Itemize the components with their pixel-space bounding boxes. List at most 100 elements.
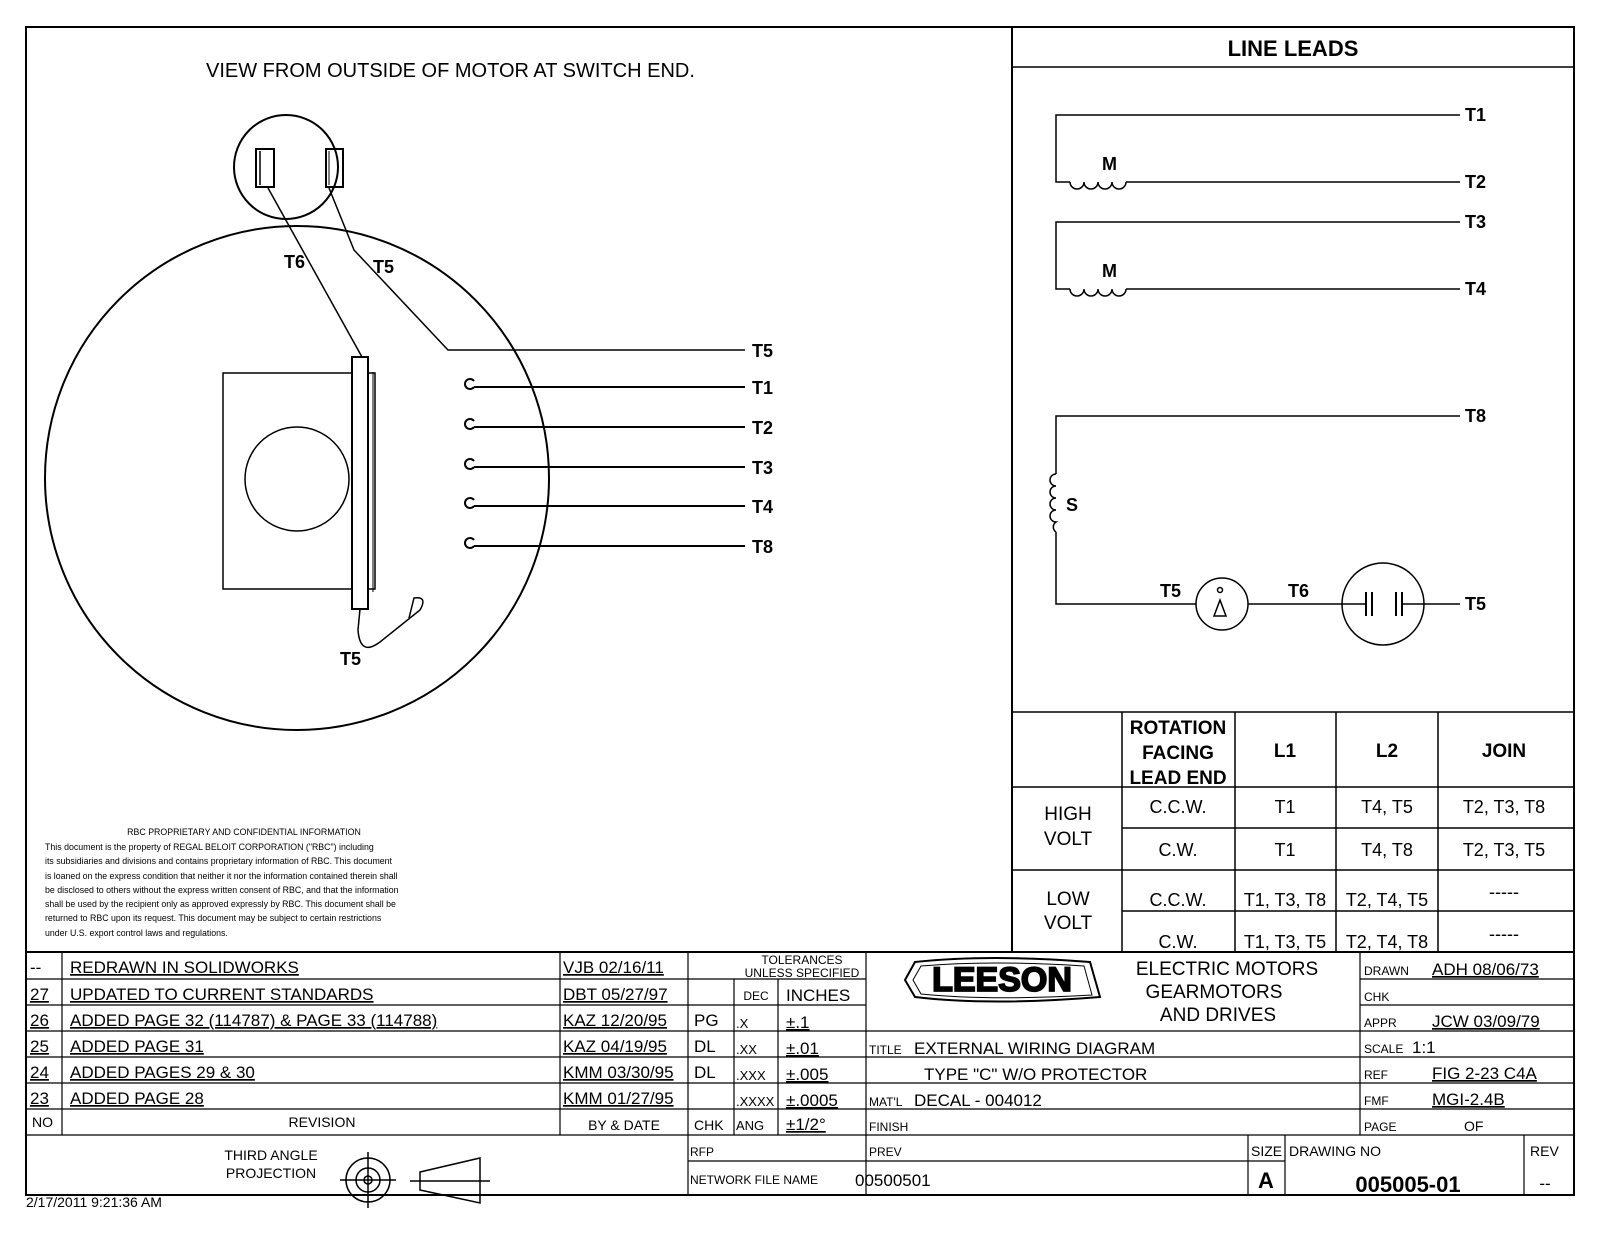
confidential-line: This document is the property of REGAL B…	[45, 842, 374, 852]
table-cell: T2, T4, T8	[1346, 932, 1428, 952]
switch-contact-left	[255, 148, 275, 188]
confidential-title: RBC PROPRIETARY AND CONFIDENTIAL INFORMA…	[127, 827, 361, 837]
switch-contact-right	[325, 148, 344, 188]
approval-label: APPR	[1364, 1016, 1397, 1030]
start-circuit-label: T6	[1288, 581, 1309, 601]
line-terminal-label: T1	[1465, 105, 1486, 125]
tolerance-key: ANG	[736, 1118, 764, 1133]
tolerances-title: TOLERANCES	[761, 953, 842, 967]
approval-label: CHK	[1364, 990, 1389, 1004]
material-value: DECAL - 004012	[914, 1091, 1042, 1110]
table-cell: C.C.W.	[1150, 890, 1207, 910]
drawing-title: EXTERNAL WIRING DIAGRAM	[914, 1039, 1155, 1058]
title-label: TITLE	[869, 1043, 902, 1057]
approval-label: FMF	[1364, 1094, 1389, 1108]
rev-label: REV	[1530, 1143, 1559, 1159]
network-file-label: NETWORK FILE NAME	[690, 1173, 818, 1187]
table-cell: T4, T5	[1361, 797, 1413, 817]
approval-value: MGI-2.4B	[1432, 1090, 1505, 1109]
revision-by: KAZ 04/19/95	[563, 1037, 667, 1056]
revision-desc: UPDATED TO CURRENT STANDARDS	[70, 985, 374, 1004]
table-cell: -----	[1489, 924, 1519, 944]
drawing-number: 005005-01	[1355, 1172, 1460, 1197]
approval-value: 1:1	[1412, 1038, 1436, 1057]
switch-housing	[233, 114, 339, 220]
tolerance-value: ±1/2°	[786, 1115, 826, 1134]
confidential-line: returned to RBC upon its request. This d…	[45, 913, 382, 923]
terminal-label: T5	[752, 341, 773, 361]
start-circuit-label: T5	[1160, 581, 1181, 601]
approval-label: SCALE	[1364, 1042, 1403, 1056]
revision-no: 26	[30, 1011, 49, 1030]
table-header-rotation: LEAD END	[1129, 768, 1226, 789]
confidential-line: shall be used by the recipient only as a…	[45, 899, 396, 909]
third-angle-projection-icon	[340, 1152, 490, 1208]
revision-desc: ADDED PAGE 28	[70, 1089, 204, 1108]
voltage-label: VOLT	[1044, 829, 1093, 850]
winding-label: M	[1102, 154, 1117, 174]
tolerance-key: .X	[736, 1016, 749, 1031]
table-cell: T1	[1274, 797, 1295, 817]
confidential-line: its subsidiaries and divisions and conta…	[45, 856, 393, 866]
rev-value: --	[1539, 1174, 1550, 1193]
revision-col-no: NO	[32, 1114, 53, 1130]
brand-tagline: AND DRIVES	[1160, 1005, 1276, 1026]
terminal-label: T4	[752, 497, 773, 517]
approval-label: DRAWN	[1364, 964, 1409, 978]
revision-by: KMM 03/30/95	[563, 1063, 674, 1082]
revision-chk: DL	[694, 1063, 716, 1082]
revision-chk: PG	[694, 1011, 719, 1030]
matl-label: MAT'L	[869, 1095, 903, 1109]
voltage-label: LOW	[1046, 889, 1089, 910]
switch-bar	[351, 356, 369, 610]
main-winding-1	[1055, 114, 1460, 190]
lead-wire-t5-top	[328, 187, 745, 351]
brand-tagline: ELECTRIC MOTORS	[1136, 959, 1318, 980]
tolerance-key: .XXXX	[736, 1094, 775, 1109]
table-header-l2: L2	[1376, 741, 1398, 762]
revision-desc: ADDED PAGES 29 & 30	[70, 1063, 255, 1082]
table-cell: T2, T4, T5	[1346, 890, 1428, 910]
shaft-opening	[244, 426, 350, 532]
start-circuit	[1049, 415, 1460, 646]
terminal-board	[222, 372, 376, 590]
terminal-label: T1	[752, 378, 773, 398]
network-file-name: 00500501	[855, 1171, 931, 1190]
tolerances-unit: INCHES	[786, 986, 850, 1005]
table-header-join: JOIN	[1482, 741, 1526, 762]
drawing-subtitle: TYPE "C" W/O PROTECTOR	[924, 1065, 1147, 1084]
lead-wire-t5-bottom	[357, 597, 424, 649]
table-cell: C.C.W.	[1150, 797, 1207, 817]
tolerance-value: ±.01	[786, 1039, 819, 1058]
tolerance-key: .XX	[736, 1042, 757, 1057]
revision-chk: DL	[694, 1037, 716, 1056]
revision-col-revision: REVISION	[289, 1114, 356, 1130]
revision-no: 27	[30, 985, 49, 1004]
voltage-label: VOLT	[1044, 913, 1093, 934]
table-cell: -----	[1489, 882, 1519, 902]
revision-by: KAZ 12/20/95	[563, 1011, 667, 1030]
terminal-label: T3	[752, 458, 773, 478]
table-header-l1: L1	[1274, 741, 1297, 762]
table-cell: C.W.	[1159, 840, 1198, 860]
motor-lead-label: T5	[340, 649, 361, 669]
revision-by: KMM 01/27/95	[563, 1089, 674, 1108]
terminal-label: T2	[752, 418, 773, 438]
confidential-line: be disclosed to others without the expre…	[45, 885, 399, 895]
revision-desc: REDRAWN IN SOLIDWORKS	[70, 958, 299, 977]
projection-label: PROJECTION	[226, 1165, 316, 1181]
approval-value: JCW 03/09/79	[1432, 1012, 1540, 1031]
table-cell: T4, T8	[1361, 840, 1413, 860]
table-header-rotation: FACING	[1142, 743, 1214, 764]
tolerances-title: UNLESS SPECIFIED	[745, 966, 860, 980]
winding-label: M	[1102, 261, 1117, 281]
table-cell: C.W.	[1159, 932, 1198, 952]
revision-by: DBT 05/27/97	[563, 985, 668, 1004]
line-terminal-label: T5	[1465, 594, 1486, 614]
projection-label: THIRD ANGLE	[224, 1147, 317, 1163]
motor-outline	[44, 225, 550, 731]
confidential-line: under U.S. export control laws and regul…	[45, 928, 228, 938]
view-title: VIEW FROM OUTSIDE OF MOTOR AT SWITCH END…	[206, 60, 695, 82]
tolerance-value: ±.005	[786, 1065, 828, 1084]
drawing-no-label: DRAWING NO	[1289, 1143, 1381, 1159]
